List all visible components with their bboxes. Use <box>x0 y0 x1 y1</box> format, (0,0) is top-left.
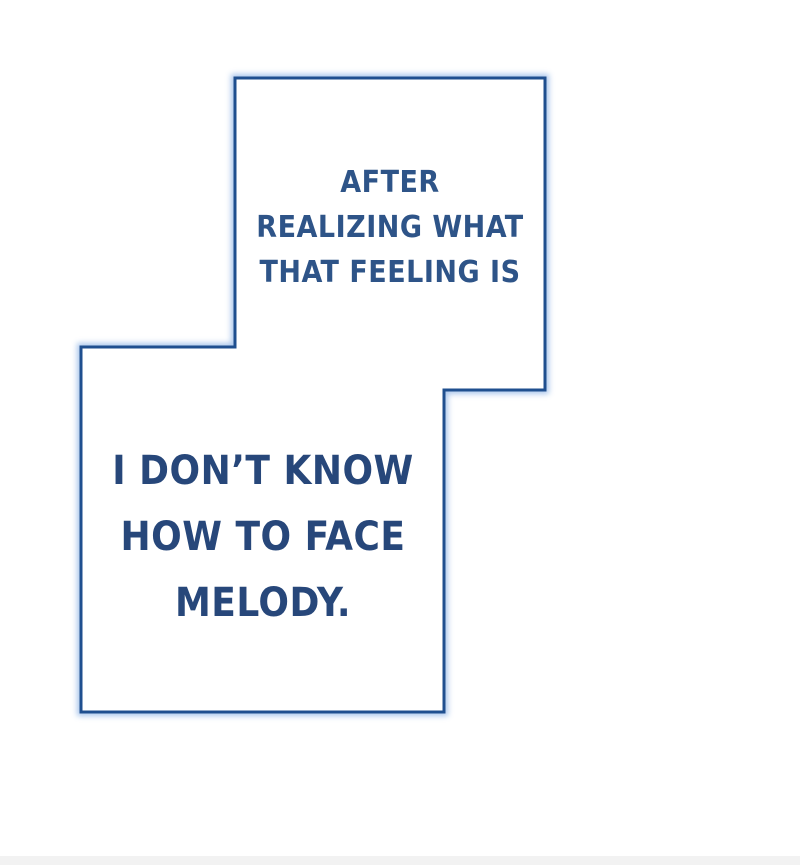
bottom-edge-strip <box>0 856 800 865</box>
lower-caption-line-3: MELODY. <box>174 580 352 626</box>
lower-caption-text: I DON’T KNOW HOW TO FACE MELODY. <box>82 438 444 636</box>
lower-caption-line-2: HOW TO FACE <box>120 514 406 560</box>
lower-caption-line-1: I DON’T KNOW <box>112 448 414 494</box>
upper-caption-line-1: AFTER <box>340 165 440 200</box>
caption-box-border <box>79 76 547 714</box>
upper-caption-line-2: REALIZING WHAT <box>256 210 524 245</box>
upper-caption-line-3: THAT FEELING IS <box>259 255 521 290</box>
upper-caption-text: AFTER REALIZING WHAT THAT FEELING IS <box>236 160 544 295</box>
